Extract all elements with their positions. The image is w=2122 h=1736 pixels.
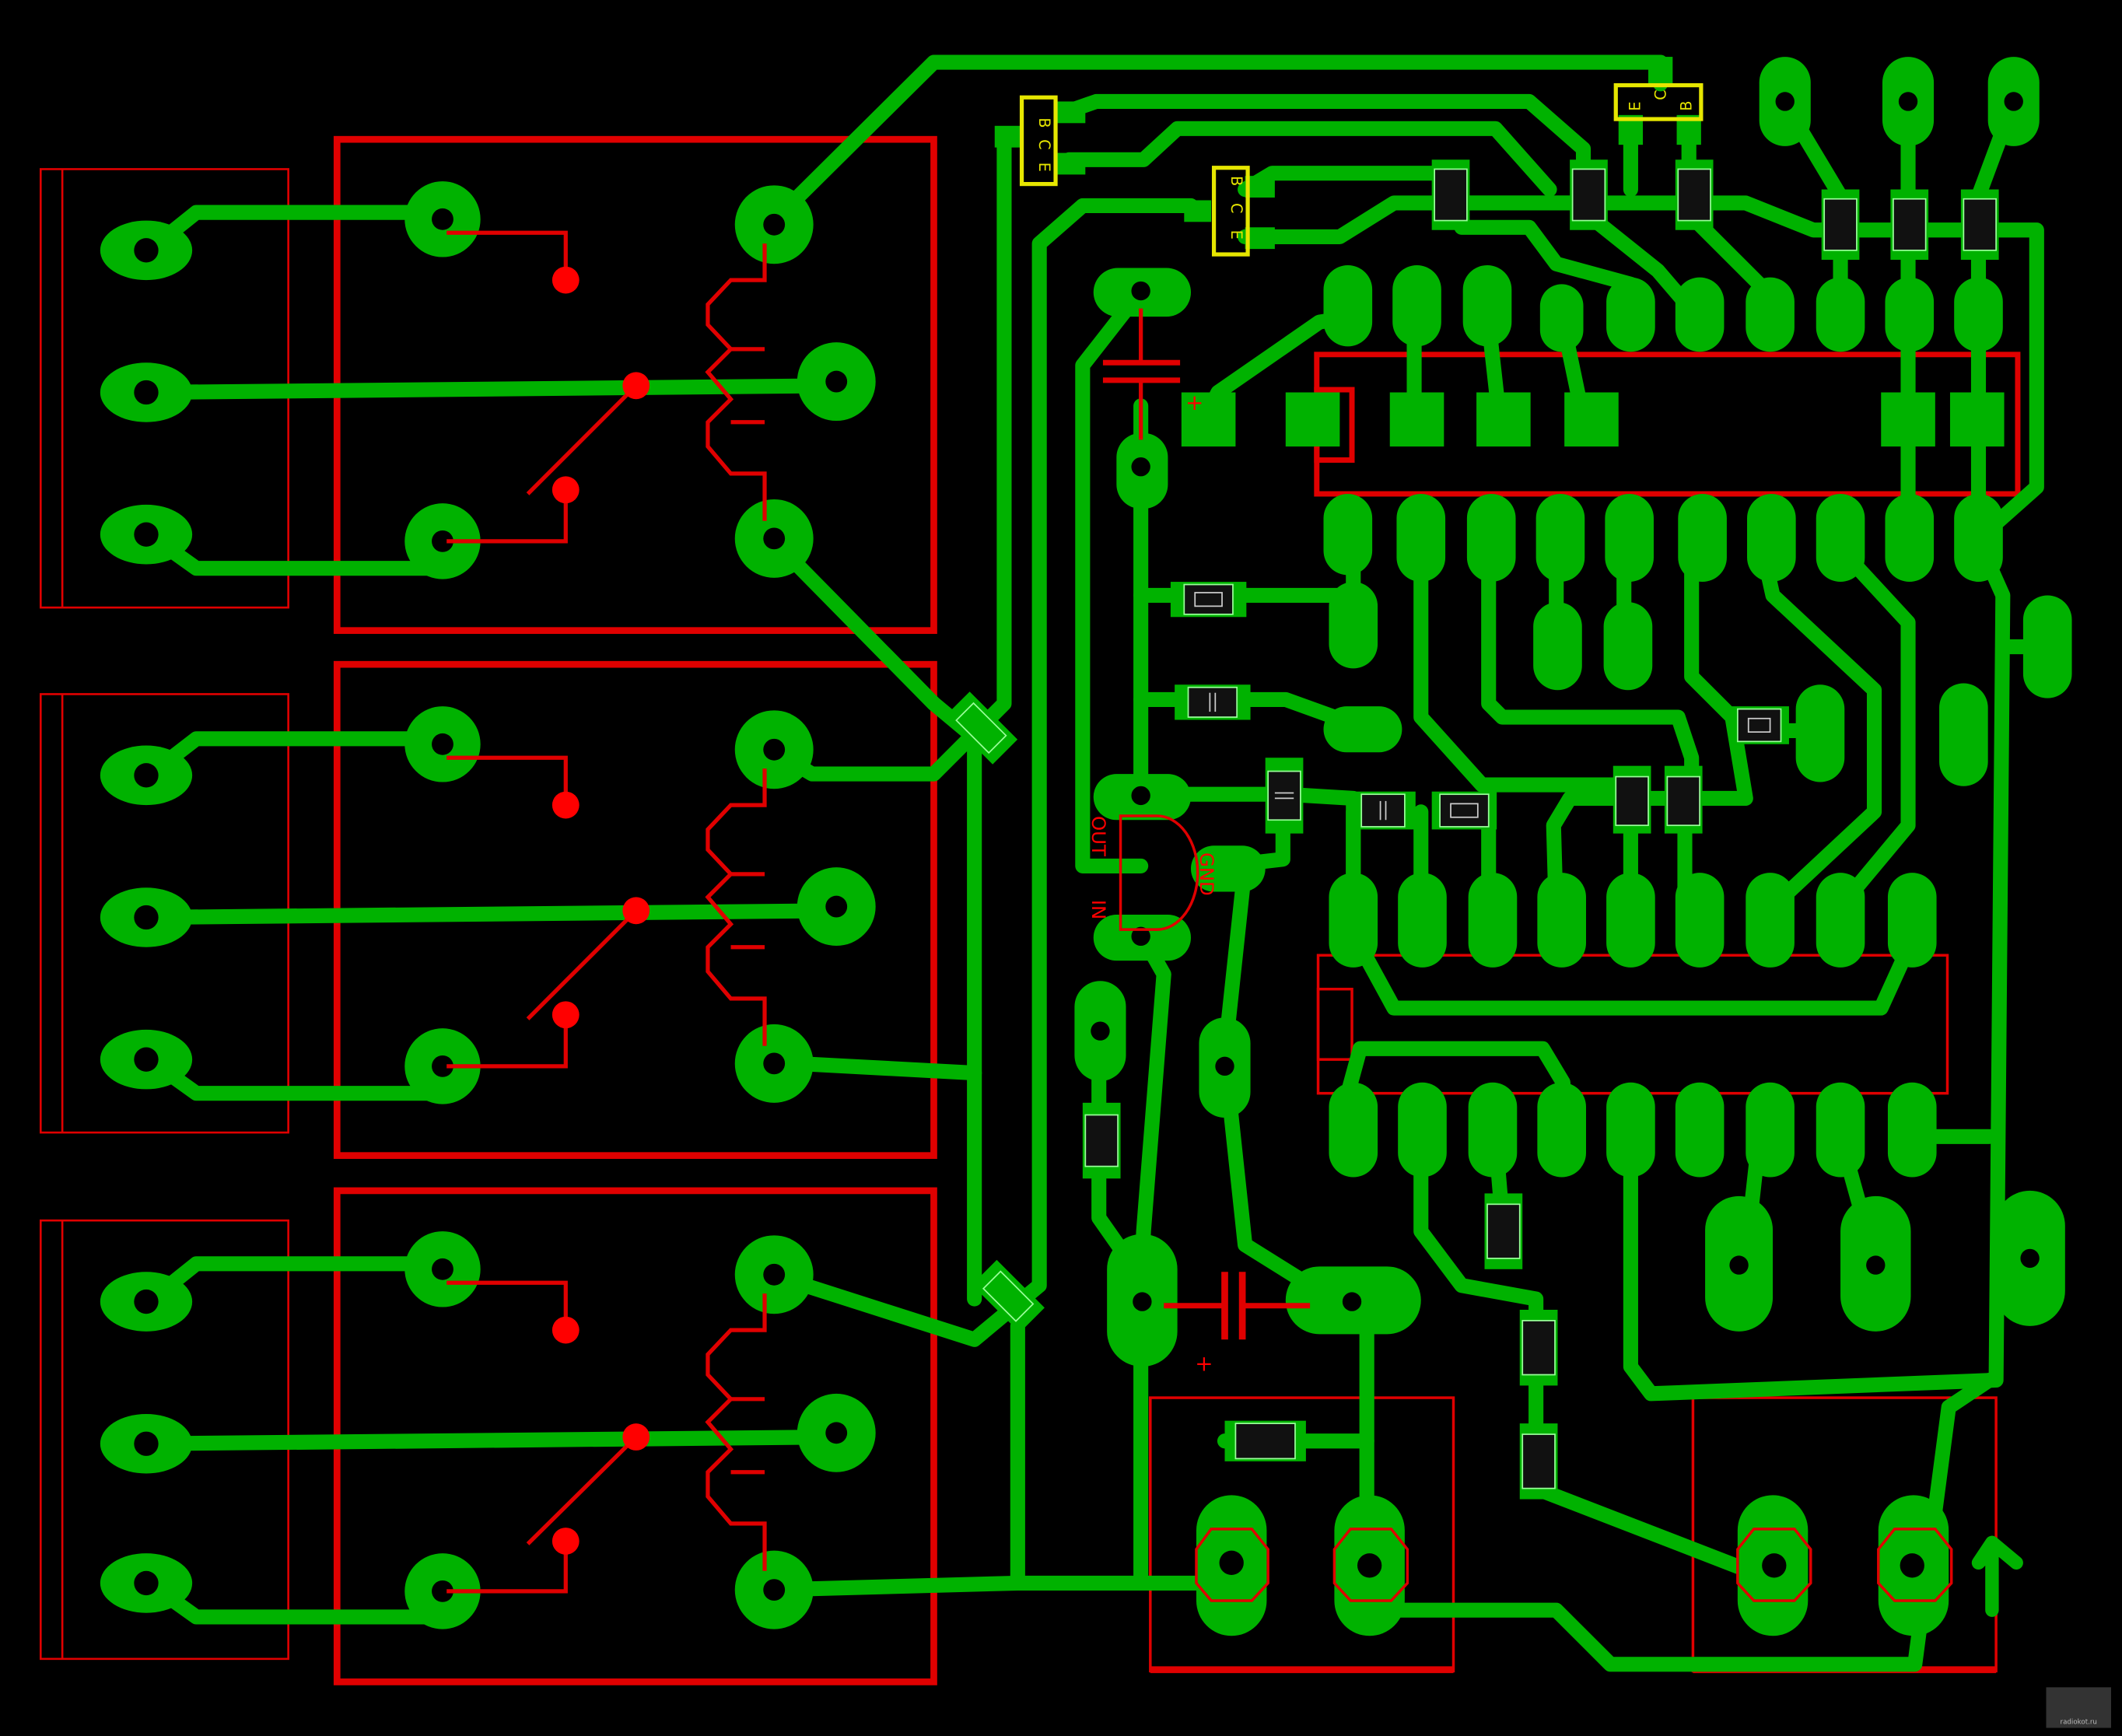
voltage-regulator: OUT GND IN	[1087, 814, 1218, 931]
transistor-left-pin-b: B	[1035, 117, 1053, 128]
relay-symbol-2	[446, 755, 767, 1069]
smd-resistor-column-top	[1431, 159, 1999, 261]
smd-resistor	[1664, 765, 1703, 834]
relay-symbol-1	[446, 230, 767, 544]
smd-capacitor	[1519, 1423, 1558, 1500]
smd-resistor	[1431, 791, 1497, 830]
transistor-mid-pin-e: E	[1227, 230, 1245, 240]
diode-crossing-1	[944, 691, 1018, 765]
transistor-left: B C E	[994, 95, 1086, 187]
watermark-text: radiokot.ru	[2061, 1718, 2097, 1726]
polarity-plus-bottom: +	[1195, 1350, 1213, 1376]
diode-crossing-2	[972, 1259, 1045, 1333]
copper-pads	[100, 57, 2072, 1636]
power-terminal-pads	[1195, 1495, 2023, 1636]
smd-capacitor	[1175, 684, 1251, 720]
transistor-top-pin-c: C	[1652, 89, 1670, 100]
large-pads	[1705, 1190, 2065, 1332]
transistor-mid-pin-b: B	[1227, 176, 1245, 186]
ic-top-pads-lower	[1323, 493, 2003, 691]
watermark-logo: radiokot.ru	[2046, 1687, 2111, 1728]
smd-resistor	[1082, 1102, 1121, 1179]
transistor-top: E C B	[1613, 57, 1704, 145]
electrolytic-capacitor-top: +	[1102, 308, 1203, 440]
smd-resistor	[1613, 765, 1651, 834]
misc-pads	[1074, 268, 2072, 1367]
smd-resistor	[1484, 1193, 1523, 1269]
smd-components	[944, 159, 1999, 1500]
smd-resistor	[1519, 1310, 1558, 1386]
ic-bottom-pads-upper	[1329, 873, 1937, 968]
ic-top-smd-pads	[1181, 392, 2005, 447]
smd-capacitor	[1350, 791, 1416, 830]
smd-capacitor	[1224, 1420, 1306, 1461]
electrolytic-capacitor-bottom: +	[1164, 1272, 1311, 1376]
relay-symbol-3	[446, 1280, 767, 1594]
relay-pads-3	[404, 1231, 876, 1629]
smd-capacitor	[1265, 758, 1304, 834]
relay-pads-1	[404, 181, 876, 579]
relay-symbols	[446, 230, 767, 1594]
polarity-plus-top: +	[1185, 390, 1203, 415]
regulator-pin-out: OUT	[1087, 816, 1110, 856]
transistor-mid: B C E	[1184, 166, 1275, 257]
ic-top-pads-upper	[1323, 264, 2003, 352]
connector-pads-top	[1759, 57, 2040, 146]
regulator-pin-gnd: GND	[1196, 852, 1218, 896]
smd-resistor	[1729, 706, 1789, 744]
transistor-top-pin-b: B	[1678, 101, 1696, 111]
regulator-pin-in: IN	[1087, 900, 1110, 919]
transistor-left-pin-c: C	[1035, 139, 1053, 149]
terminal-pads-2	[100, 745, 193, 1090]
transistor-mid-pin-c: C	[1227, 203, 1245, 213]
terminal-pads-1	[100, 220, 193, 565]
relay-pads-2	[404, 706, 876, 1104]
transistor-left-pin-e: E	[1035, 163, 1053, 172]
transistor-top-pin-e: E	[1627, 102, 1644, 111]
ic-notch-bottom	[1316, 987, 1353, 1061]
ic-bottom-pads-lower	[1329, 1082, 1937, 1178]
terminal-pads-3	[100, 1272, 193, 1613]
smd-resistor	[1170, 582, 1247, 618]
